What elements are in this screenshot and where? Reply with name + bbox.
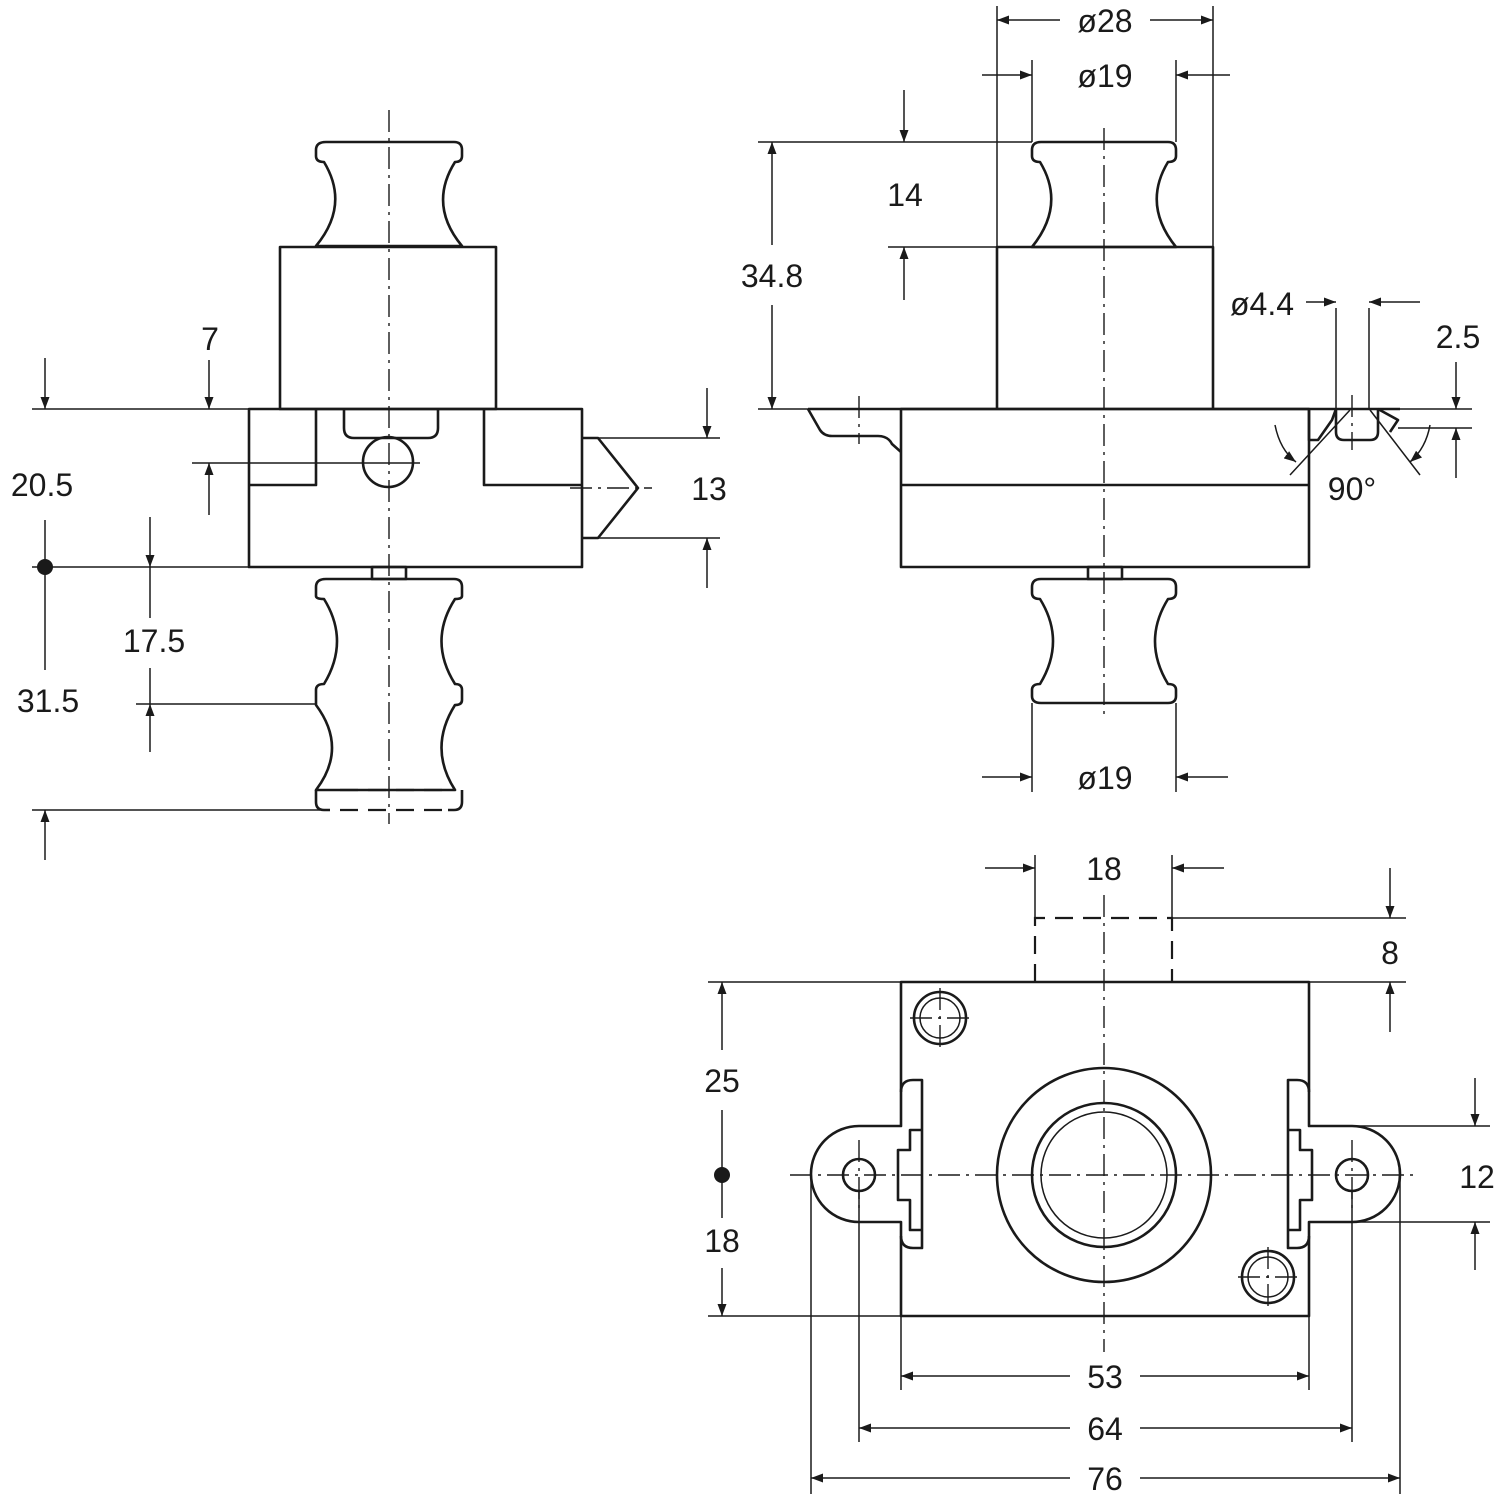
- side-right-slot: [482, 409, 582, 487]
- dim-dia19-top: ø19: [1077, 58, 1132, 94]
- front-left-tab: [806, 408, 902, 453]
- front-view-dimensions: ø28 ø19 34.8 14 ø4.4 2.5 90°: [741, 3, 1480, 796]
- dim-dia4-4: ø4.4: [1230, 286, 1294, 322]
- side-latch-ball: [361, 435, 415, 489]
- front-cylinder: [995, 245, 1215, 409]
- top-right-ear-slot: [1286, 1078, 1311, 1250]
- top-view: [790, 895, 1418, 1352]
- side-lower-knob-cap: [314, 790, 330, 812]
- dim-13: 13: [691, 471, 727, 507]
- side-housing: [247, 407, 584, 569]
- dim-dia19-bottom: ø19: [1077, 760, 1132, 796]
- dim-7: 7: [201, 321, 219, 357]
- front-bottom-knob: [1030, 577, 1178, 705]
- side-left-slot: [249, 409, 318, 487]
- dim-31-5: 31.5: [17, 683, 79, 719]
- side-lower-knob: [314, 577, 464, 792]
- side-view: [247, 110, 652, 824]
- dim-8: 8: [1381, 935, 1399, 971]
- dim-17-5: 17.5: [123, 623, 185, 659]
- dim-18-top: 18: [1086, 851, 1122, 887]
- dim-53: 53: [1087, 1359, 1123, 1395]
- side-latch: [342, 409, 440, 440]
- dim-64: 64: [1087, 1411, 1123, 1447]
- top-hidden-bolt: [1033, 916, 1174, 982]
- dim-2-5: 2.5: [1436, 319, 1480, 355]
- side-view-dimensions: 20.5 31.5 7 17.5 13: [11, 321, 727, 860]
- dim-76: 76: [1087, 1461, 1123, 1497]
- dim-34-8: 34.8: [741, 258, 803, 294]
- dim-25: 25: [704, 1063, 740, 1099]
- dim-90deg: 90°: [1328, 471, 1376, 507]
- top-view-dimensions: 18 8 25 18 12 53 64: [704, 851, 1495, 1497]
- dim-12: 12: [1459, 1159, 1495, 1195]
- side-upper-block: [278, 245, 498, 411]
- front-right-flange: [1307, 408, 1338, 442]
- top-left-ear-slot: [899, 1078, 924, 1250]
- front-stem: [1086, 565, 1124, 581]
- front-view: [806, 128, 1421, 720]
- front-housing: [899, 407, 1311, 569]
- dim-dia28: ø28: [1077, 3, 1132, 39]
- dim-18-left: 18: [704, 1223, 740, 1259]
- dim-20-5: 20.5: [11, 467, 73, 503]
- dim-14: 14: [887, 177, 923, 213]
